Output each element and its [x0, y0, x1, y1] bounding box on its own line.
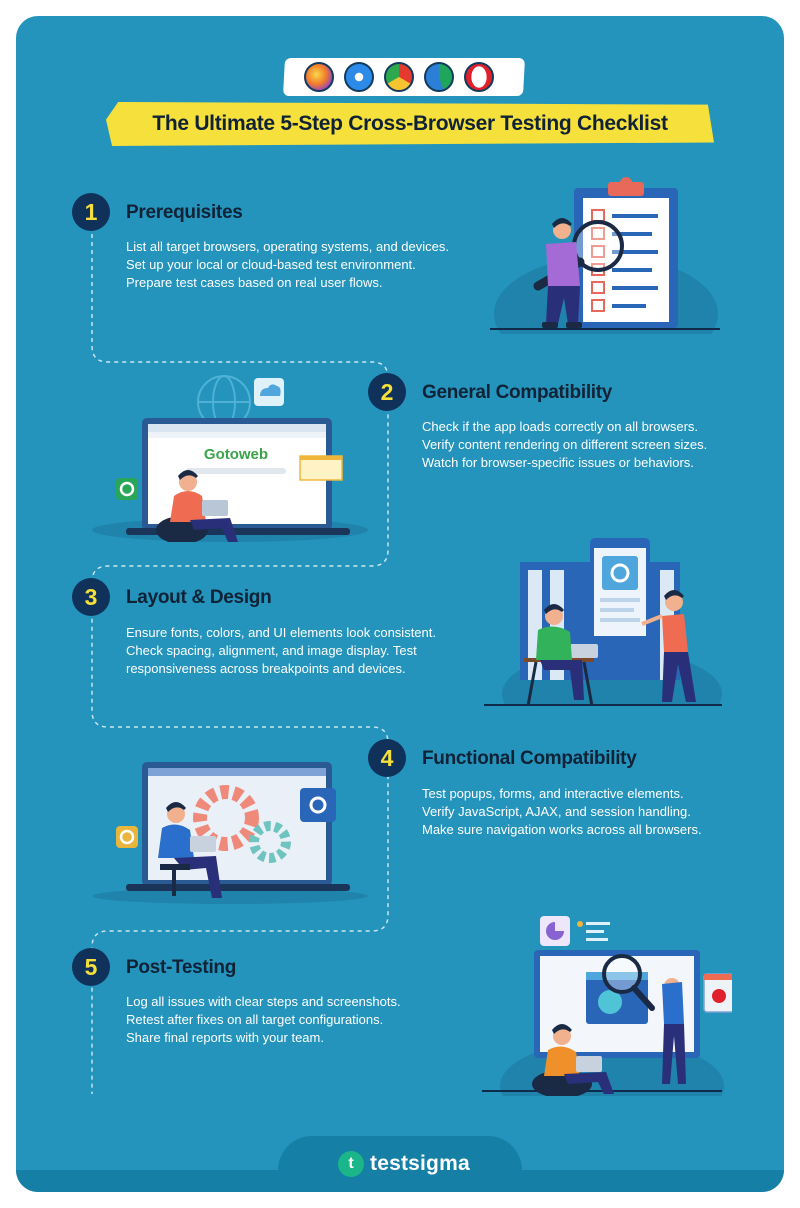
step-5-line-3: Share final reports with your team.: [126, 1030, 324, 1045]
footer-tab: [278, 1136, 522, 1192]
step-2-line-2: Verify content rendering on different sc…: [422, 437, 708, 452]
testsigma-logo-icon: t: [338, 1151, 364, 1177]
step-3-title: Layout & Design: [126, 587, 272, 608]
gear-laptop-illustration: [92, 762, 368, 904]
step-5-badge: 5: [72, 948, 110, 986]
step-4-badge: 4: [368, 739, 406, 777]
step-4-line-1: Test popups, forms, and interactive elem…: [422, 786, 684, 801]
firefox-icon: [304, 62, 334, 92]
edge-icon: [424, 62, 454, 92]
step-5-title: Post-Testing: [126, 957, 237, 978]
infographic-card: The Ultimate 5-Step Cross-Browser Testin…: [16, 16, 784, 1192]
step-1-line-3: Prepare test cases based on real user fl…: [126, 275, 383, 290]
step-1-line-2: Set up your local or cloud-based test en…: [126, 257, 416, 272]
chrome-icon: [384, 62, 414, 92]
bug-report-illustration: [482, 916, 732, 1096]
step-3-line-1: Ensure fonts, colors, and UI elements lo…: [126, 625, 436, 640]
step-2-line-1: Check if the app loads correctly on all …: [422, 419, 699, 434]
step-5-line-2: Retest after fixes on all target configu…: [126, 1012, 384, 1027]
step-3-line-3: responsiveness across breakpoints and de…: [126, 661, 406, 676]
opera-icon: [464, 62, 494, 92]
step-5-line-1: Log all issues with clear steps and scre…: [126, 994, 401, 1009]
checklist-illustration: [490, 177, 720, 334]
step-4-line-2: Verify JavaScript, AJAX, and session han…: [422, 804, 691, 819]
laptop-browser-illustration: [92, 375, 368, 542]
title-highlight: [106, 102, 714, 146]
page-title: The Ultimate 5-Step Cross-Browser Testin…: [152, 112, 668, 135]
step-2-title: General Compatibility: [422, 382, 613, 403]
step-4-title: Functional Compatibility: [422, 748, 637, 769]
step-2-badge: 2: [368, 373, 406, 411]
step-1-title: Prerequisites: [126, 202, 243, 223]
mobile-design-illustration: [484, 538, 722, 706]
illustration-site-name: Gotoweb: [203, 446, 269, 463]
step-3-line-2: Check spacing, alignment, and image disp…: [126, 643, 417, 658]
step-2-line-3: Watch for browser-specific issues or beh…: [422, 455, 694, 470]
step-1-line-1: List all target browsers, operating syst…: [126, 239, 449, 254]
footer-brand[interactable]: t testsigma: [338, 1151, 470, 1177]
brand-name: testsigma: [370, 1152, 470, 1175]
step-1-badge: 1: [72, 193, 110, 231]
safari-icon: [344, 62, 374, 92]
step-3-badge: 3: [72, 578, 110, 616]
step-4-line-3: Make sure navigation works across all br…: [422, 822, 702, 837]
step-connector-path: [91, 234, 389, 1094]
